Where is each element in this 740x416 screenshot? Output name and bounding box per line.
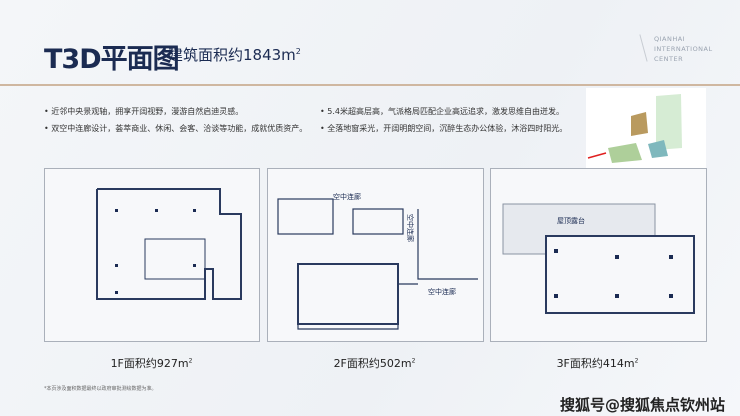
bullet: 全落地窗采光，开阔明朗空间，沉醉生态办公体验，沐浴四时阳光。 (320, 120, 567, 137)
site-location-map (586, 88, 706, 168)
floor-plan-1f (44, 168, 260, 342)
sup: 2 (634, 357, 639, 365)
roof-terrace-label: 屋顶露台 (557, 216, 585, 225)
brand-line: CENTER (654, 55, 684, 63)
total-area-text: 建筑面积约1843m (168, 46, 296, 64)
floor-plan-2f-drawing: 空中连廊 空中连廊 空中连廊 (277, 192, 478, 330)
skybridge-label: 空中连廊 (406, 214, 415, 242)
caption-text: 3F面积约414m (556, 357, 635, 370)
floor-plan-3f-drawing: 屋顶露台 (502, 203, 695, 314)
skybridge-label: 空中连廊 (428, 287, 456, 296)
divider (639, 34, 648, 62)
bullets-left: 近邻中央景观轴，拥享开阔视野，漫游自然启迪灵感。 双空中连廊设计，荟萃商业、休闲… (44, 103, 307, 137)
bullet: 双空中连廊设计，荟萃商业、休闲、会客、洽谈等功能，成就优质资产。 (44, 120, 307, 137)
caption-text: 2F面积约502m (333, 357, 412, 370)
brand-logo: QIANHAI INTERNATIONAL CENTER (654, 34, 713, 64)
bullets-right: 5.4米超高层高，气派格局匹配企业高远追求，激发思维自由迸发。 全落地窗采光，开… (320, 103, 567, 137)
brand-line: INTERNATIONAL (654, 45, 713, 53)
sup: 2 (411, 357, 416, 365)
floor-plan-3f: 屋顶露台 (490, 168, 707, 342)
bullet: 近邻中央景观轴，拥享开阔视野，漫游自然启迪灵感。 (44, 103, 307, 120)
floor-plan-1f-drawing (96, 188, 242, 300)
footnote: *本页涉及面积数据最终以政府审批测绘数据为准。 (44, 386, 157, 392)
brand-line: QIANHAI (654, 35, 686, 43)
caption-3f: 3F面积约414m2 (490, 355, 705, 371)
caption-text: 1F面积约927m (110, 357, 189, 370)
bullet: 5.4米超高层高，气派格局匹配企业高远追求，激发思维自由迸发。 (320, 103, 567, 120)
total-area: 建筑面积约1843m2 (168, 44, 301, 65)
caption-1f: 1F面积约927m2 (44, 355, 259, 371)
caption-2f: 2F面积约502m2 (267, 355, 482, 371)
sup: 2 (295, 47, 301, 56)
sup: 2 (188, 357, 193, 365)
watermark: 搜狐号@搜狐焦点钦州站 (560, 396, 726, 414)
skybridge-label: 空中连廊 (333, 192, 361, 201)
floor-plan-2f: 空中连廊 空中连廊 空中连廊 (267, 168, 484, 342)
page-title: T3D平面图 (44, 44, 180, 75)
header-rule (0, 84, 740, 86)
